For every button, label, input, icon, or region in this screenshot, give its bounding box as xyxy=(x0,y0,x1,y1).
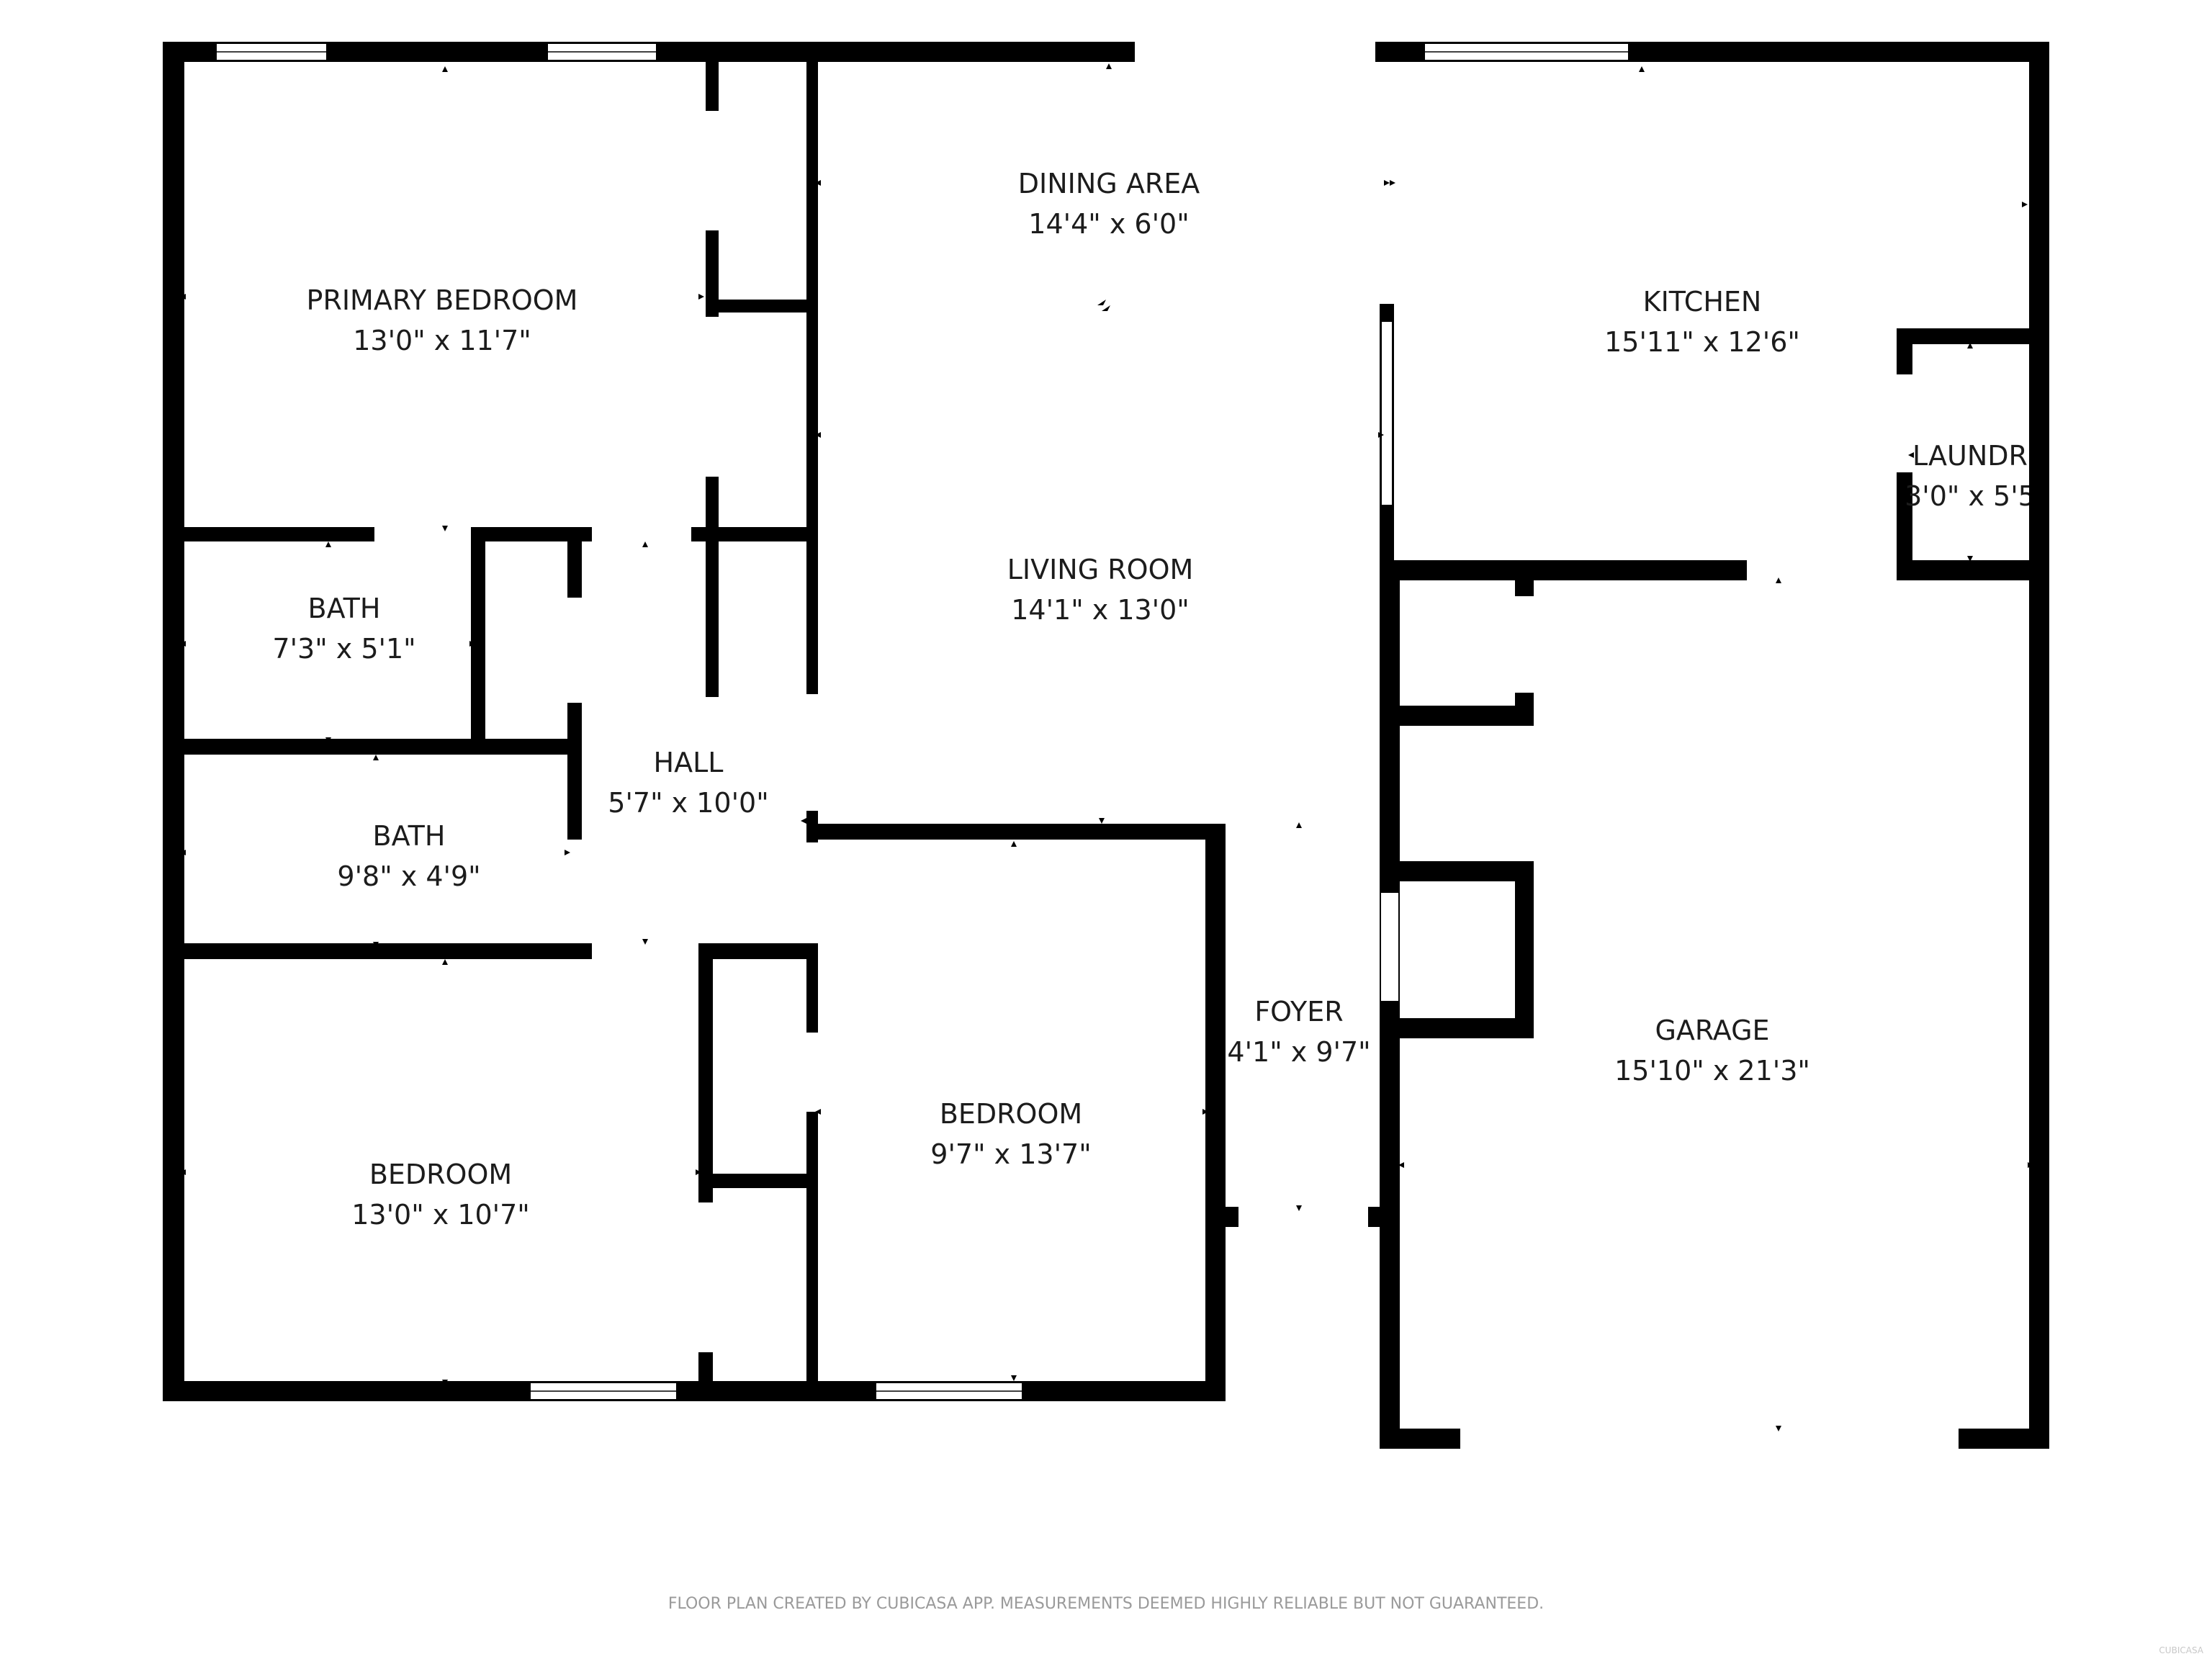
room-laundry: LAUNDR 3'0" x 5'5 xyxy=(1905,440,2036,512)
room-name: BATH xyxy=(308,593,381,624)
room-bath-upper: BATH 7'3" x 5'1" xyxy=(272,593,415,665)
interior-walls xyxy=(163,60,2049,1401)
window-kitchen-interior xyxy=(1380,320,1393,506)
room-dimensions: 9'8" x 4'9" xyxy=(337,860,480,892)
room-kitchen: KITCHEN 15'11" x 12'6" xyxy=(1604,286,1800,358)
room-name: HALL xyxy=(654,747,724,778)
dimension-markers xyxy=(180,63,2033,1431)
room-foyer: FOYER 4'1" x 9'7" xyxy=(1227,996,1370,1068)
room-name: FOYER xyxy=(1254,996,1343,1028)
room-garage: GARAGE 15'10" x 21'3" xyxy=(1614,1015,1810,1087)
room-dimensions: 5'7" x 10'0" xyxy=(608,787,768,819)
window-kitchen xyxy=(1424,42,1629,61)
room-living-room: LIVING ROOM 14'1" x 13'0" xyxy=(1007,554,1194,626)
window-primary-2 xyxy=(547,42,657,61)
room-name: BATH xyxy=(373,820,446,852)
room-name: KITCHEN xyxy=(1643,286,1762,318)
room-bedroom-center: BEDROOM 9'7" x 13'7" xyxy=(930,1098,1091,1170)
room-name: BEDROOM xyxy=(940,1098,1082,1130)
room-name: BEDROOM xyxy=(369,1159,512,1190)
room-dimensions: 4'1" x 9'7" xyxy=(1227,1036,1370,1068)
watermark: CUBICASA xyxy=(2159,1645,2203,1655)
exterior-walls xyxy=(163,42,2049,1449)
room-hall: HALL 5'7" x 10'0" xyxy=(608,747,768,819)
room-dimensions: 9'7" x 13'7" xyxy=(930,1138,1091,1170)
room-dimensions: 13'0" x 10'7" xyxy=(351,1199,530,1231)
room-primary-bedroom: PRIMARY BEDROOM 13'0" x 11'7" xyxy=(307,284,578,356)
room-dimensions: 14'1" x 13'0" xyxy=(1011,594,1190,626)
window-bedroom-left xyxy=(529,1382,678,1401)
room-bedroom-left: BEDROOM 13'0" x 10'7" xyxy=(351,1159,530,1231)
window-primary-1 xyxy=(215,42,328,61)
room-name: LAUNDR xyxy=(1912,440,2028,472)
room-name: LIVING ROOM xyxy=(1007,554,1194,585)
footer-disclaimer: FLOOR PLAN CREATED BY CUBICASA APP. MEAS… xyxy=(668,1595,1544,1613)
room-dimensions: 3'0" x 5'5 xyxy=(1905,480,2036,512)
room-dimensions: 14'4" x 6'0" xyxy=(1028,208,1189,240)
window-bedroom-center xyxy=(875,1382,1023,1401)
room-bath-lower: BATH 9'8" x 4'9" xyxy=(337,820,480,892)
windows xyxy=(215,42,1629,1401)
room-name: DINING AREA xyxy=(1018,168,1200,199)
room-dimensions: 15'10" x 21'3" xyxy=(1614,1055,1810,1087)
room-dimensions: 7'3" x 5'1" xyxy=(272,633,415,665)
room-name: PRIMARY BEDROOM xyxy=(307,284,578,316)
room-dimensions: 15'11" x 12'6" xyxy=(1604,326,1800,358)
room-dining-area: DINING AREA 14'4" x 6'0" xyxy=(1018,168,1200,240)
room-dimensions: 13'0" x 11'7" xyxy=(353,325,531,356)
room-name: GARAGE xyxy=(1655,1015,1769,1046)
